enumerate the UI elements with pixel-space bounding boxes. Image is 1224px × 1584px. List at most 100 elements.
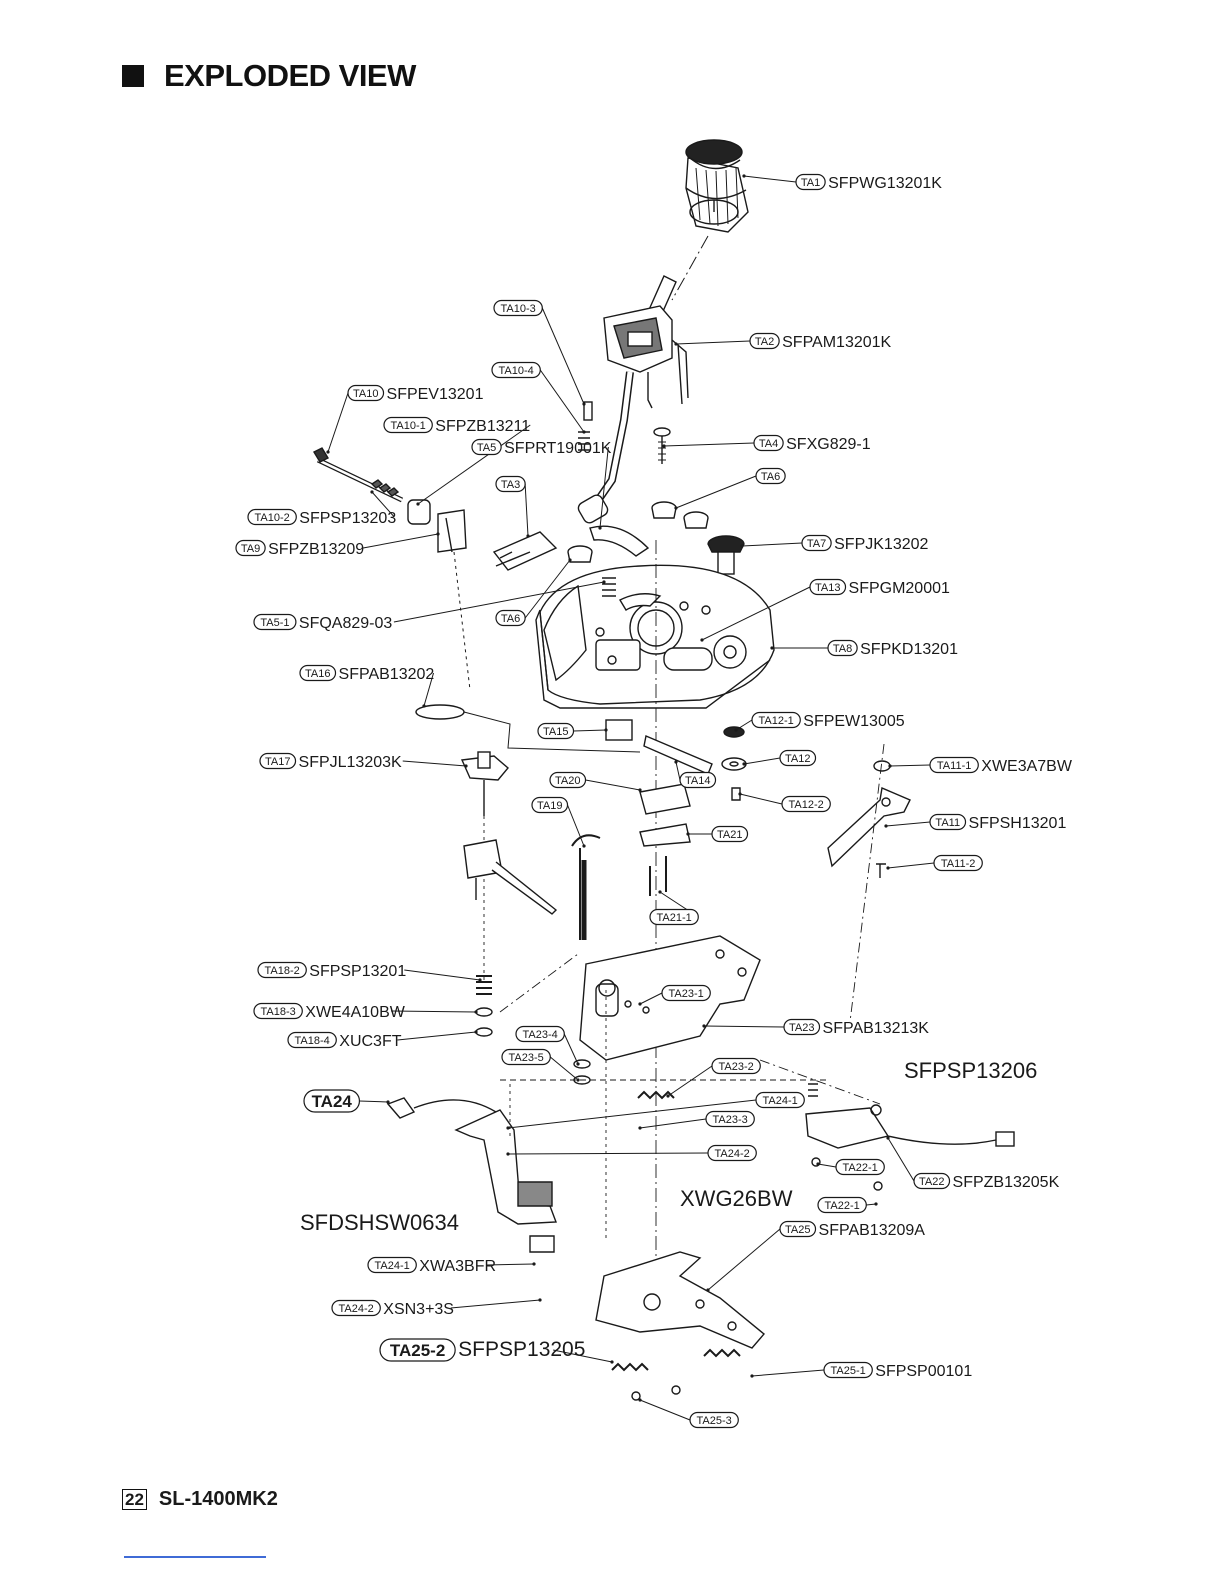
leader-arrow-dot (706, 1288, 710, 1292)
callout-ref: TA13 (815, 582, 840, 594)
leader-arrow-dot (700, 638, 704, 642)
callout-ta6: TA6 (495, 609, 526, 627)
leader-line (741, 542, 803, 547)
callout-ta23-1: TA23-1 (661, 984, 711, 1002)
callout-ref: TA14 (685, 775, 710, 787)
leader-arrow-dot (638, 1126, 642, 1130)
leader-line (417, 424, 531, 505)
leader-line (866, 1203, 877, 1206)
leader-line (567, 804, 585, 847)
leader-arrow-dot (888, 764, 892, 768)
callout-bubble (755, 467, 786, 485)
leader-line (735, 719, 753, 731)
callout-bubble (287, 1031, 337, 1049)
page-footer: 22 SL-1400MK2 (122, 1488, 278, 1511)
leader-arrow-dot (474, 1010, 478, 1014)
callout-part-number: XSN3+3S (383, 1301, 454, 1318)
callout-ref: TA4 (759, 438, 778, 450)
leader-line (391, 1010, 477, 1013)
screw-drawing (653, 427, 671, 464)
leader-arrow-dot (602, 580, 606, 584)
callout-ta15: TA15 (537, 722, 575, 740)
leader-arrow-dot (582, 402, 586, 406)
callout-ta23-5: TA23-5 (501, 1048, 551, 1066)
callout-bubble (913, 1172, 951, 1190)
callout-part-number: XUC3FT (339, 1033, 401, 1050)
callout-ta24-2: TA24-2 XSN3+3S (331, 1299, 454, 1318)
leader-line (667, 1065, 713, 1097)
callout-part-number: SFPSP13201 (309, 963, 406, 980)
callout-part-number: SFPZB13205K (953, 1174, 1060, 1191)
leader-line (599, 446, 609, 529)
leader-line (553, 1349, 613, 1363)
leader-line (675, 340, 751, 345)
callout-bubble (929, 756, 979, 774)
callout-ref: TA3 (501, 479, 520, 491)
callout-ref: TA12 (785, 753, 810, 765)
callout-ta6: TA6 (755, 467, 786, 485)
leader-line (541, 307, 585, 405)
free-labels: SFPSP13206 XWG26BW SFDSHSW0634 (300, 1058, 1037, 1235)
callout-ref: TA23-5 (509, 1052, 544, 1064)
leader-line (817, 1163, 837, 1168)
leader-line (639, 992, 663, 1005)
callout-ref: TA22-1 (843, 1162, 878, 1174)
callout-ref: TA24 (312, 1092, 353, 1111)
callout-ref: TA23-3 (713, 1114, 748, 1126)
callout-bubble (835, 1158, 885, 1176)
callout-bubble (259, 752, 297, 770)
callout-ref: TA18-3 (261, 1006, 296, 1018)
callout-ref: TA18-2 (265, 965, 300, 977)
callout-bubble (299, 664, 337, 682)
callout-ref: TA1 (801, 177, 820, 189)
leader-arrow-dot (538, 1298, 542, 1302)
callout-ta11-2: TA11-2 (933, 854, 983, 872)
callout-ref: TA10-1 (391, 420, 426, 432)
callout-bubble (933, 854, 983, 872)
leader-line (743, 175, 797, 183)
callout-bubble (795, 173, 826, 191)
callout-bubble (779, 749, 817, 767)
part-drawings (313, 139, 1015, 1401)
leader-arrow-dot (370, 490, 374, 494)
callout-part-number: SFPEV13201 (387, 386, 484, 403)
callout-ta22-1: TA22-1 (817, 1196, 867, 1214)
leader-line (507, 1099, 757, 1129)
callout-bubble (495, 609, 526, 627)
callout-ref: TA6 (761, 471, 780, 483)
callout-bubble (817, 1196, 867, 1214)
sensor-arm-drawing (386, 1097, 557, 1253)
callout-bubble (493, 299, 543, 317)
callout-part-number: SFPSP00101 (875, 1363, 972, 1380)
callout-ref: TA15 (543, 726, 568, 738)
callout-ta12-2: TA12-2 (781, 795, 831, 813)
leader-line (739, 793, 783, 805)
model-name: SL-1400MK2 (158, 1488, 278, 1510)
leader-arrow-dot (576, 1062, 580, 1066)
callout-ref: TA9 (241, 543, 260, 555)
callout-bubble (705, 1110, 755, 1128)
leader-arrow-dot (674, 760, 678, 764)
callout-ref: TA24-2 (715, 1148, 750, 1160)
leader-arrow-dot (742, 174, 746, 178)
leader-arrow-dot (436, 532, 440, 536)
callout-bubble (755, 1091, 805, 1109)
callout-ta23-4: TA23-4 (515, 1025, 565, 1043)
callout-part-number: SFPJK13202 (834, 536, 928, 553)
clip-drawing (492, 531, 558, 571)
leader-line (393, 581, 605, 623)
callout-part-number: SFPAB13213K (823, 1020, 930, 1037)
callout-ref: TA24-2 (339, 1303, 374, 1315)
leader-arrow-dot (674, 342, 678, 346)
leader-arrow-dot (750, 1374, 754, 1378)
